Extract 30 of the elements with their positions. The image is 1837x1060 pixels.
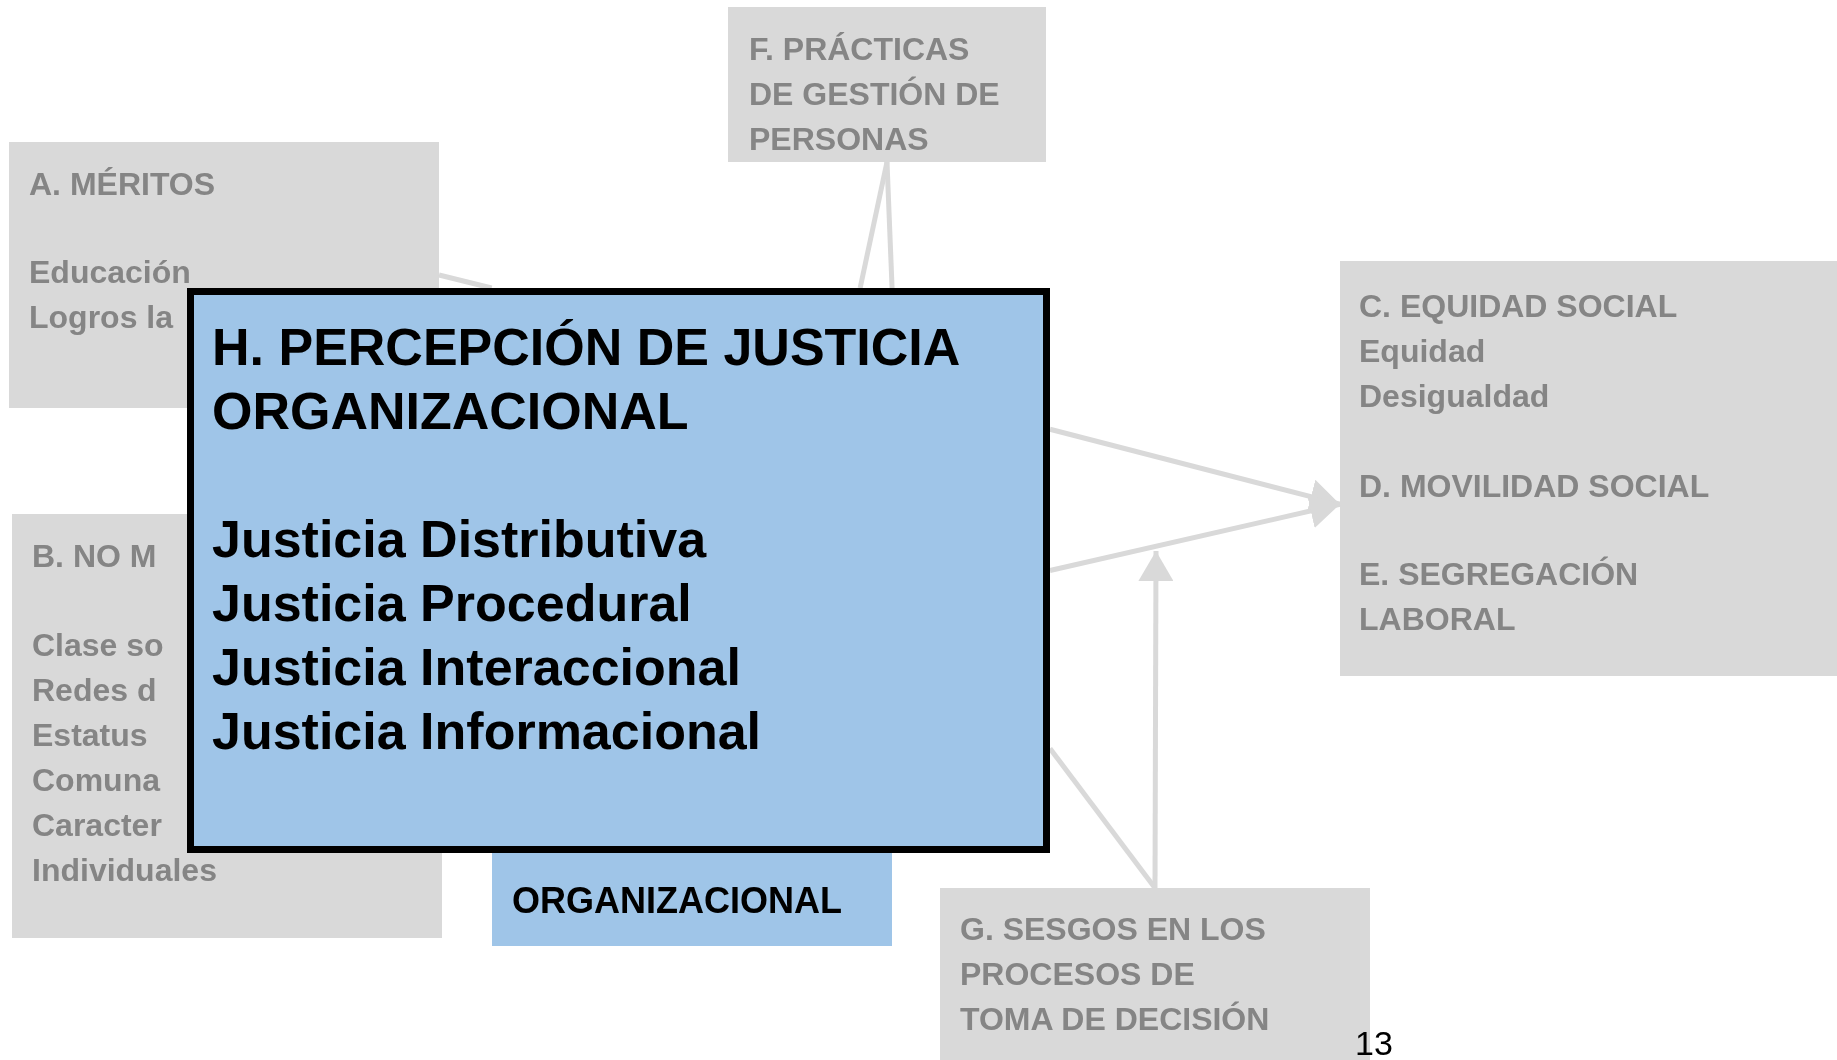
box-text: Justicia Distributiva — [212, 509, 707, 570]
arrow — [1138, 551, 1174, 888]
box-heading: A. MÉRITOS — [29, 165, 216, 204]
box-text: Logros la — [29, 298, 173, 337]
concept-box — [728, 7, 1046, 162]
box-text: Educación — [29, 253, 191, 292]
box-text: Equidad — [1359, 332, 1486, 371]
box-heading: C. EQUIDAD SOCIAL — [1359, 287, 1678, 326]
connector-line — [884, 161, 895, 289]
box-text: E. SEGREGACIÓN LABORAL — [1359, 555, 1640, 639]
box-heading: F. PRÁCTICAS DE GESTIÓN DE PERSONAS — [749, 30, 1001, 159]
zoom-callout-dialog — [187, 288, 1050, 853]
box-text: Justicia Informacional — [212, 701, 762, 762]
box-text: Comuna — [32, 761, 160, 800]
box-heading: H. PERCEPCIÓN DE JUSTICIA ORGANIZACIONAL — [212, 317, 960, 442]
box-heading: ORGANIZACIONAL — [512, 880, 842, 922]
box-heading: B. NO M — [32, 537, 157, 576]
page-number: 13 — [1355, 1024, 1393, 1060]
concept-box — [1340, 261, 1837, 676]
box-heading: G. SESGOS EN LOS PROCESOS DE TOMA DE DECISIÓN — [960, 910, 1271, 1039]
box-text: Justicia Procedural — [212, 573, 692, 634]
connector-line — [438, 272, 493, 291]
box-text: Desigualdad — [1359, 377, 1550, 416]
box-text: D. MOVILIDAD SOCIAL — [1359, 467, 1710, 506]
box-text: Redes d — [32, 671, 157, 710]
box-text: Individuales — [32, 851, 217, 890]
box-text: Clase so — [32, 626, 164, 665]
box-text: Caracter — [32, 806, 162, 845]
box-text: Justicia Interaccional — [212, 637, 741, 698]
box-text: Estatus — [32, 716, 148, 755]
